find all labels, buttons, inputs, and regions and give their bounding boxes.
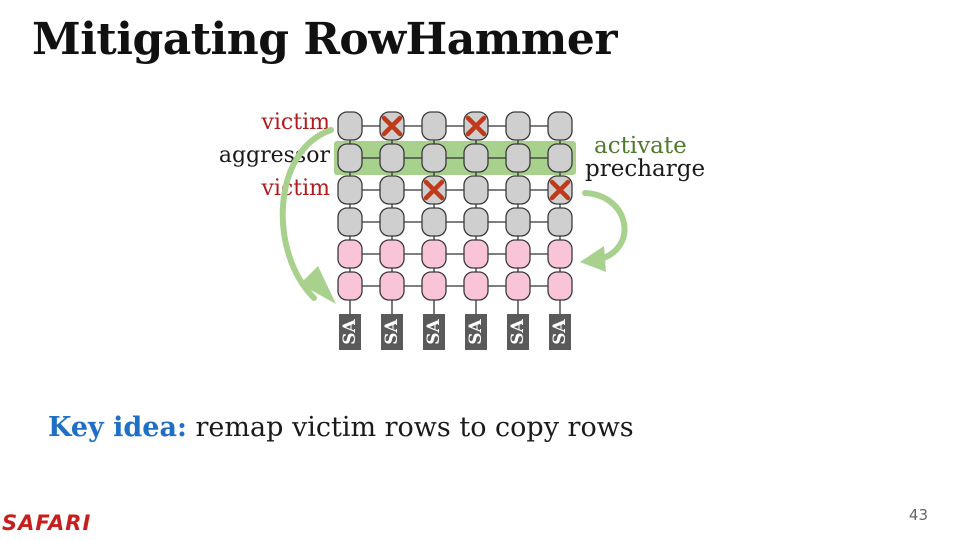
cycle-arrow-right-head	[580, 246, 606, 272]
sense-amp	[507, 314, 529, 350]
copy-row-cell	[337, 271, 363, 301]
sense-amp-label: SA	[550, 318, 570, 344]
dram-cell	[379, 175, 405, 205]
dram-cell	[379, 207, 405, 237]
key-idea-text: remap victim rows to copy rows	[186, 412, 634, 443]
dram-cell	[505, 175, 531, 205]
copy-row-cell	[463, 239, 489, 269]
dram-cell	[379, 143, 405, 173]
sense-amp	[549, 314, 571, 350]
slide-title: Mitigating RowHammer	[32, 14, 618, 65]
dram-cell	[421, 207, 447, 237]
copy-row-cell	[421, 239, 447, 269]
dram-cell	[337, 175, 363, 205]
copy-row-cell	[421, 271, 447, 301]
sense-amp	[465, 314, 487, 350]
sense-amp	[339, 314, 361, 350]
dram-cell	[463, 143, 489, 173]
dram-cell	[505, 207, 531, 237]
label-victim-top: victim	[261, 110, 330, 135]
copy-row-cell	[463, 271, 489, 301]
copy-row-cell	[505, 239, 531, 269]
dram-cell	[547, 143, 573, 173]
copy-row-cell	[547, 271, 573, 301]
dram-cell	[463, 207, 489, 237]
sense-amp-label: SA	[382, 318, 402, 344]
bitflip-x-icon	[423, 179, 445, 201]
copy-row-cell	[379, 239, 405, 269]
remap-arrow-left	[279, 127, 334, 301]
safari-logo: SAFARI	[2, 511, 92, 535]
dram-cell	[337, 207, 363, 237]
dram-cell	[505, 111, 531, 141]
page-number: 43	[908, 506, 928, 524]
dram-cell	[421, 111, 447, 141]
bitflip-x-icon	[465, 115, 487, 137]
dram-cell	[463, 175, 489, 205]
key-idea: Key idea: remap victim rows to copy rows	[48, 412, 634, 443]
sense-amp	[381, 314, 403, 350]
bitflip-x-icon	[549, 179, 571, 201]
dram-cell	[337, 111, 363, 141]
copy-row-cell	[547, 239, 573, 269]
key-idea-label: Key idea:	[48, 412, 187, 443]
copy-row-cell	[379, 271, 405, 301]
sense-amp	[423, 314, 445, 350]
remap-arrow-left-head	[300, 266, 336, 304]
cycle-arrow-right	[582, 190, 628, 263]
copy-row-cell	[337, 239, 363, 269]
dram-cell	[547, 207, 573, 237]
sense-amp-label: SA	[424, 318, 444, 344]
bitflip-x-icon	[381, 115, 403, 137]
sense-amp-label: SA	[340, 318, 360, 344]
sense-amp-label: SA	[466, 318, 486, 344]
dram-cell	[547, 111, 573, 141]
dram-cell	[505, 143, 531, 173]
dram-cell	[421, 143, 447, 173]
dram-cell	[337, 143, 363, 173]
precharge-label: precharge	[585, 156, 706, 182]
label-victim-bottom: victim	[261, 176, 330, 201]
sense-amp-label: SA	[508, 318, 528, 344]
copy-row-cell	[505, 271, 531, 301]
activate-label: activate	[594, 133, 687, 159]
